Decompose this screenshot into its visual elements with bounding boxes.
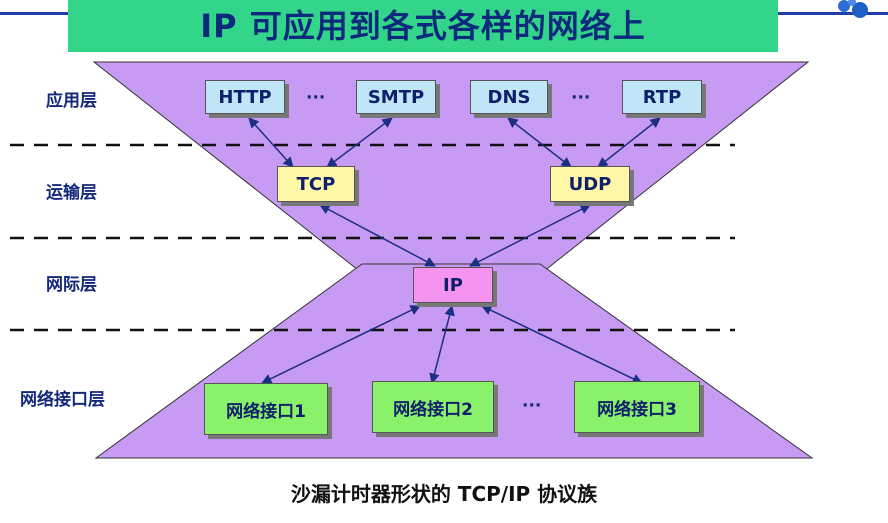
ellipsis-application-left: ··· bbox=[306, 88, 326, 108]
arrow-ip-ni2 bbox=[429, 304, 455, 385]
protocol-box-ip[interactable]: IP bbox=[413, 267, 493, 303]
arrow-smtp-tcp bbox=[326, 117, 393, 168]
protocol-box-network-interface-2[interactable]: 网络接口2 bbox=[372, 381, 494, 433]
layer-label-text: 运输层 bbox=[46, 183, 97, 203]
protocol-box-rtp[interactable]: RTP bbox=[622, 80, 702, 114]
arrow-udp-ip bbox=[469, 204, 591, 267]
arrow-dns-udp bbox=[507, 117, 572, 168]
layer-label-text: 网际层 bbox=[46, 275, 97, 295]
arrow-tcp-ip bbox=[319, 204, 436, 267]
protocol-box-network-interface-1[interactable]: 网络接口1 bbox=[204, 383, 328, 435]
protocol-box-http[interactable]: HTTP bbox=[205, 80, 285, 114]
protocol-box-dns[interactable]: DNS bbox=[470, 80, 548, 114]
protocol-box-udp[interactable]: UDP bbox=[550, 166, 630, 202]
arrow-http-tcp bbox=[248, 117, 294, 168]
protocol-box-network-interface-3[interactable]: 网络接口3 bbox=[574, 381, 700, 433]
layer-label-text: 网络接口层 bbox=[20, 390, 105, 410]
ellipsis-interface: ··· bbox=[522, 396, 542, 416]
arrow-rtp-udp bbox=[597, 117, 661, 168]
protocol-box-smtp[interactable]: SMTP bbox=[356, 80, 436, 114]
page-title: IP 可应用到各式各样的网络上 bbox=[68, 0, 778, 52]
arrow-ip-ni1 bbox=[261, 305, 421, 384]
diagram-caption: 沙漏计时器形状的 TCP/IP 协议族 bbox=[290, 482, 598, 506]
arrow-ip-ni3 bbox=[481, 305, 643, 384]
protocol-box-tcp[interactable]: TCP bbox=[277, 166, 355, 202]
corner-logo-icon bbox=[838, 0, 868, 18]
ellipsis-application-right: ··· bbox=[571, 88, 591, 108]
layer-label-text: 应用层 bbox=[46, 91, 97, 111]
